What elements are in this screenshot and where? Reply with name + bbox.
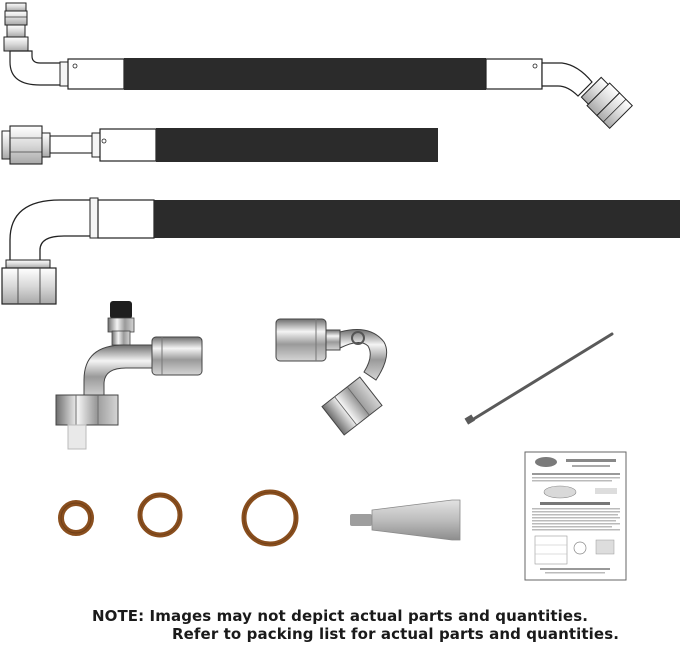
note-line-1: NOTE: Images may not depict actual parts…: [91, 607, 589, 625]
instruction-sheet: [524, 451, 627, 581]
elbow-fitting-with-service-port: [55, 301, 203, 450]
nut-fitting-icon: [3, 2, 29, 52]
straight-nut-icon: [1, 125, 51, 165]
hose-assembly-short: [1, 125, 438, 165]
angled-nut-icon: [580, 76, 633, 129]
o-ring-large: [241, 489, 299, 547]
hose-assembly-large: [1, 197, 680, 305]
banjo-nut-icon: [321, 376, 383, 436]
banjo-fitting-45: [275, 318, 388, 436]
o-ring-medium: [137, 492, 183, 538]
large-nut-icon: [1, 259, 57, 305]
note-line-2: Refer to packing list for actual parts a…: [172, 625, 620, 643]
hose-assembly-long: [3, 2, 633, 129]
cable-tie: [464, 332, 614, 425]
o-ring-small: [58, 500, 94, 536]
lubricant-tube: [350, 499, 461, 541]
